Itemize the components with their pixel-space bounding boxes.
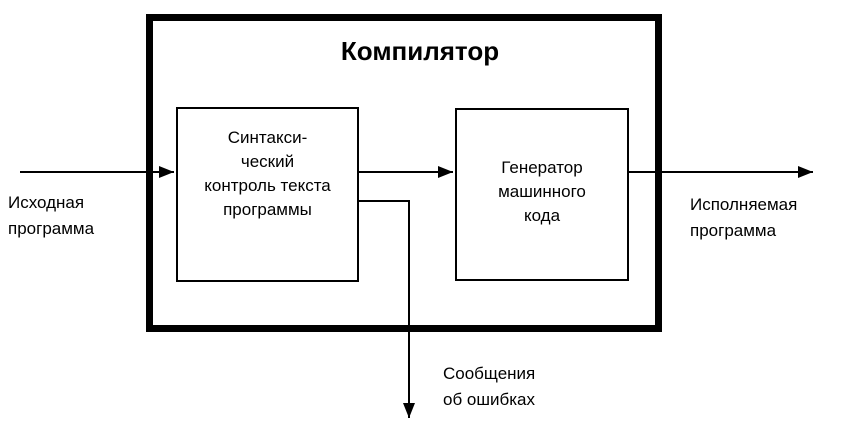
- error-messages-label-line: Сообщения: [443, 364, 536, 383]
- input-program-label-line: Исходная: [8, 193, 85, 212]
- error-messages-label: Сообщения об ошибках: [443, 361, 535, 413]
- syntax-box-label-line: контроль текста: [204, 176, 331, 195]
- generator-box-label-line: Генератор: [501, 157, 583, 177]
- output-program-label-line: Исполняемая: [690, 195, 798, 214]
- output-program-label-line: программа: [690, 221, 777, 240]
- output-program-label: Исполняемая программа: [690, 192, 797, 244]
- diagram-title: Компилятор: [340, 36, 500, 66]
- generator-box-label-line: кода: [523, 205, 561, 225]
- input-program-label-line: программа: [8, 219, 95, 238]
- input-program-label: Исходная программа: [8, 190, 94, 242]
- syntax-control-box: Синтакси- ческий контроль текста програм…: [176, 107, 359, 282]
- error-messages-label-line: об ошибках: [443, 390, 536, 409]
- syntax-box-label-line: программы: [223, 200, 312, 219]
- error-messages-arrow: [358, 200, 415, 418]
- generator-box-label-line: машинного: [498, 181, 586, 201]
- code-generator-box: Генератор машинного кода: [455, 108, 629, 281]
- syntax-box-label-line: Синтакси-: [227, 128, 308, 147]
- compiler-box: [146, 14, 662, 332]
- syntax-box-label-line: ческий: [240, 152, 295, 171]
